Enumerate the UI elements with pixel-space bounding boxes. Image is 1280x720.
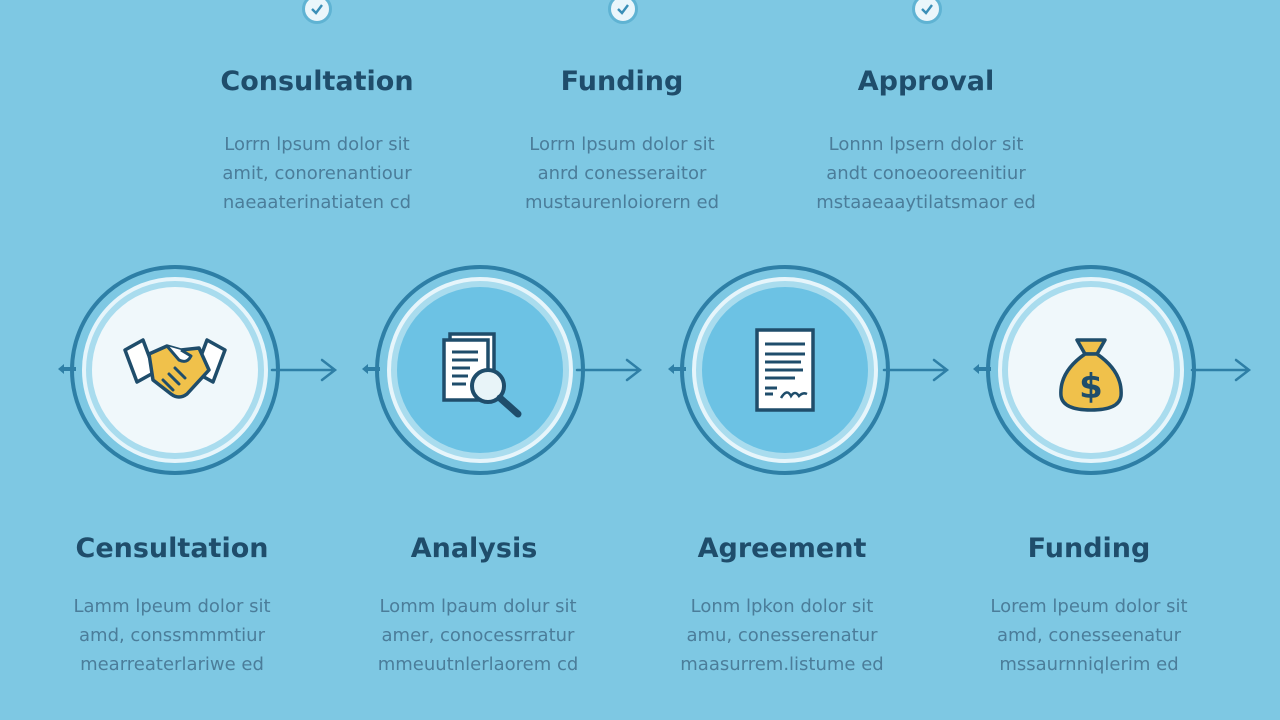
connector-dot <box>58 361 76 375</box>
top-step-title: Funding <box>560 66 684 97</box>
description-line: mearreaterlariwe ed <box>80 654 264 675</box>
top-step-title: Consultation <box>220 66 414 97</box>
step-node-funding: $ <box>986 265 1196 475</box>
arrow-icon <box>270 355 340 385</box>
check-icon <box>912 0 942 24</box>
check-icon <box>302 0 332 24</box>
description-line: Lorrn lpsum dolor sit <box>224 134 410 155</box>
top-step-description: Lorrn lpsum dolor sit amit, conorenantio… <box>167 130 467 217</box>
top-step-description: Lonnn lpsern dolor sit andt conoeooreeni… <box>776 130 1076 217</box>
description-line: Lonnn lpsern dolor sit <box>828 134 1024 155</box>
money-bag-icon: $ <box>1008 287 1174 453</box>
bottom-step-title: Agreement <box>697 533 867 564</box>
handshake-icon <box>92 287 258 453</box>
description-line: mmeuutnlerlaorem cd <box>377 654 579 675</box>
description-line: naeaaterinatiaten cd <box>222 192 412 213</box>
arrow-icon <box>575 355 645 385</box>
step-node-agreement <box>680 265 890 475</box>
bottom-step-description: Lomm lpaum dolur sit amer, conocessrratu… <box>328 592 628 679</box>
description-line: mstaaeaaytilatsmaor ed <box>816 192 1036 213</box>
bottom-step-title: Analysis <box>410 533 538 564</box>
contract-icon <box>702 287 868 453</box>
description-line: maasurrem.listume ed <box>680 654 884 675</box>
svg-text:$: $ <box>1079 367 1103 407</box>
description-line: Lorrn lpsum dolor sit <box>529 134 715 155</box>
connector-dot <box>973 361 991 375</box>
step-node-analysis <box>375 265 585 475</box>
top-step-description: Lorrn lpsum dolor sit anrd conesseraitor… <box>472 130 772 217</box>
description-line: amer, conocessrratur <box>381 625 575 646</box>
description-line: Lorem lpeum dolor sit <box>990 596 1188 617</box>
bottom-step-description: Lonm lpkon dolor sit amu, conesserenatur… <box>632 592 932 679</box>
description-line: amd, conesseenatur <box>996 625 1182 646</box>
description-line: mustaurenloiorern ed <box>524 192 720 213</box>
bottom-step-title: Censultation <box>75 533 269 564</box>
step-node-consultation <box>70 265 280 475</box>
description-line: amd, conssmmmtiur <box>79 625 265 646</box>
description-line: andt conoeooreenitiur <box>826 163 1026 184</box>
document-search-icon <box>397 287 563 453</box>
top-step-title: Approval <box>857 66 995 97</box>
arrow-icon <box>882 355 952 385</box>
description-line: Lomm lpaum dolur sit <box>379 596 577 617</box>
connector-dot <box>668 361 686 375</box>
description-line: anrd conesseraitor <box>537 163 707 184</box>
connector-dot <box>362 361 380 375</box>
description-line: Lonm lpkon dolor sit <box>690 596 874 617</box>
check-icon <box>608 0 638 24</box>
description-line: mssaurnniqlerim ed <box>999 654 1179 675</box>
bottom-step-description: Lamm lpeum dolor sit amd, conssmmmtiur m… <box>22 592 322 679</box>
description-line: amit, conorenantiour <box>222 163 412 184</box>
description-line: Lamm lpeum dolor sit <box>73 596 271 617</box>
description-line: amu, conesserenatur <box>686 625 878 646</box>
bottom-step-title: Funding <box>1027 533 1151 564</box>
arrow-icon <box>1190 355 1260 385</box>
bottom-step-description: Lorem lpeum dolor sit amd, conesseenatur… <box>939 592 1239 679</box>
